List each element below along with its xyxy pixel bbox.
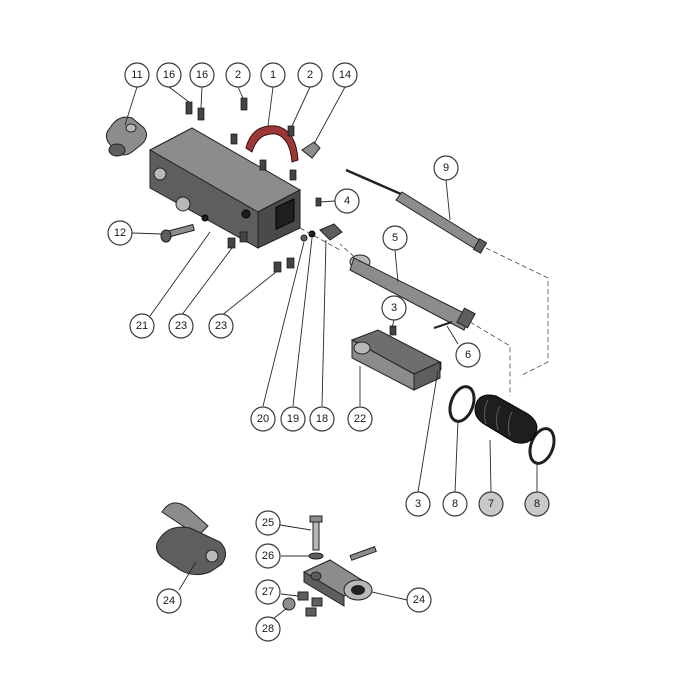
part-5-tube — [349, 254, 476, 331]
svg-text:9: 9 — [443, 162, 449, 174]
part-12-bolt — [160, 223, 195, 243]
parts-layer — [105, 97, 556, 617]
part-27-28-nuts — [282, 591, 323, 617]
callout-23-left: 23 — [168, 313, 194, 339]
svg-text:26: 26 — [262, 550, 274, 562]
callout-4: 4 — [334, 188, 360, 214]
callout-23-right: 23 — [208, 313, 234, 339]
svg-text:27: 27 — [262, 586, 274, 598]
callout-26: 26 — [255, 543, 281, 569]
svg-text:19: 19 — [287, 413, 299, 425]
svg-text:5: 5 — [392, 232, 398, 244]
callout-25: 25 — [255, 510, 281, 536]
svg-text:18: 18 — [316, 413, 328, 425]
callout-14: 14 — [332, 62, 358, 88]
svg-text:3: 3 — [415, 498, 421, 510]
callout-9: 9 — [433, 155, 459, 181]
part-24-coupling-head — [156, 502, 226, 576]
part-18-19-20-fittings — [300, 223, 343, 242]
callout-24-right: 24 — [406, 587, 432, 613]
svg-text:3: 3 — [391, 302, 397, 314]
part-22-slider — [350, 329, 442, 391]
leader-lines — [124, 86, 549, 620]
callout-21: 21 — [129, 313, 155, 339]
svg-text:24: 24 — [163, 595, 175, 607]
callout-2-right: 2 — [297, 62, 323, 88]
part-14-fitting — [301, 141, 321, 159]
part-8-ring-left — [448, 385, 476, 423]
callout-8-right: 8 — [524, 491, 550, 517]
svg-text:23: 23 — [215, 320, 227, 332]
part-9-rod — [345, 168, 488, 254]
part-1-strap — [245, 125, 299, 163]
part-6-pin — [433, 321, 453, 329]
callout-20: 20 — [250, 406, 276, 432]
callout-3-lower: 3 — [405, 491, 431, 517]
callouts-layer: 11 16 16 2 1 2 14 9 4 5 12 3 6 21 23 23 … — [107, 62, 550, 642]
part-7-bellows — [474, 394, 538, 444]
callout-12: 12 — [107, 220, 133, 246]
callout-24-left: 24 — [156, 588, 182, 614]
svg-text:16: 16 — [163, 69, 175, 81]
svg-text:8: 8 — [534, 498, 540, 510]
callout-8-left: 8 — [442, 491, 468, 517]
callout-5: 5 — [382, 225, 408, 251]
svg-text:14: 14 — [339, 69, 351, 81]
part-25-bolt — [309, 515, 323, 551]
callout-11: 11 — [124, 62, 150, 88]
svg-text:12: 12 — [114, 227, 126, 239]
callout-27: 27 — [255, 579, 281, 605]
callout-6: 6 — [455, 342, 481, 368]
callout-2-left: 2 — [225, 62, 251, 88]
part-11-handle — [105, 116, 148, 157]
svg-text:20: 20 — [257, 413, 269, 425]
callout-22: 22 — [347, 406, 373, 432]
svg-text:4: 4 — [344, 195, 350, 207]
callout-16-right: 16 — [189, 62, 215, 88]
svg-text:21: 21 — [136, 320, 148, 332]
callout-18: 18 — [309, 406, 335, 432]
svg-text:2: 2 — [235, 69, 241, 81]
callout-3-upper: 3 — [381, 295, 407, 321]
part-21-housing — [148, 127, 302, 249]
svg-text:11: 11 — [131, 69, 142, 81]
svg-text:1: 1 — [270, 69, 276, 81]
svg-text:25: 25 — [262, 517, 274, 529]
callout-7: 7 — [478, 491, 504, 517]
svg-text:7: 7 — [488, 498, 494, 510]
callout-19: 19 — [280, 406, 306, 432]
svg-text:16: 16 — [196, 69, 208, 81]
svg-text:23: 23 — [175, 320, 187, 332]
callout-1: 1 — [260, 62, 286, 88]
svg-text:24: 24 — [413, 594, 425, 606]
svg-text:8: 8 — [452, 498, 458, 510]
svg-text:22: 22 — [354, 413, 366, 425]
callout-28: 28 — [255, 616, 281, 642]
callout-16-left: 16 — [156, 62, 182, 88]
part-24-eye-coupling — [302, 546, 377, 607]
svg-text:2: 2 — [307, 69, 313, 81]
svg-text:6: 6 — [465, 349, 471, 361]
part-26-washer — [308, 552, 324, 560]
svg-text:28: 28 — [262, 623, 274, 635]
part-8-ring-right — [528, 427, 556, 465]
